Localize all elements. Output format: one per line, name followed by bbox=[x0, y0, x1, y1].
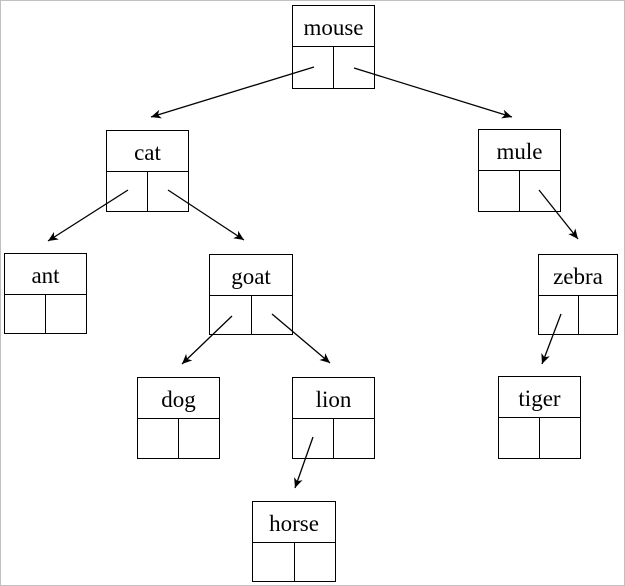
left-pointer-cell bbox=[253, 543, 295, 581]
right-pointer-cell bbox=[252, 296, 293, 334]
tree-node-pointer-row bbox=[293, 47, 374, 88]
tree-node-ant: ant bbox=[4, 253, 87, 334]
tree-node-pointer-row bbox=[107, 172, 188, 211]
right-pointer-cell bbox=[520, 171, 560, 211]
tree-node-label-mouse: mouse bbox=[293, 6, 374, 47]
tree-node-label-dog: dog bbox=[138, 378, 219, 419]
tree-node-tiger: tiger bbox=[498, 376, 581, 459]
tree-node-zebra: zebra bbox=[538, 254, 618, 335]
tree-node-label-ant: ant bbox=[5, 254, 86, 295]
tree-node-label-cat: cat bbox=[107, 131, 188, 172]
right-pointer-cell bbox=[295, 543, 336, 581]
tree-node-label-tiger: tiger bbox=[499, 377, 580, 418]
tree-node-pointer-row bbox=[5, 295, 86, 333]
right-pointer-cell bbox=[334, 47, 374, 88]
left-pointer-cell bbox=[107, 172, 148, 211]
left-pointer-cell bbox=[293, 419, 334, 458]
tree-node-lion: lion bbox=[292, 377, 375, 459]
left-pointer-cell bbox=[293, 47, 334, 88]
tree-node-horse: horse bbox=[252, 501, 336, 582]
right-pointer-cell bbox=[179, 419, 219, 458]
tree-node-pointer-row bbox=[293, 419, 374, 458]
tree-node-pointer-row bbox=[210, 296, 292, 334]
tree-node-label-zebra: zebra bbox=[539, 255, 617, 296]
tree-node-pointer-row bbox=[253, 543, 335, 581]
tree-node-pointer-row bbox=[499, 418, 580, 458]
right-pointer-cell bbox=[334, 419, 374, 458]
left-pointer-cell bbox=[499, 418, 540, 458]
tree-node-mule: mule bbox=[478, 129, 561, 212]
tree-node-mouse: mouse bbox=[292, 5, 375, 89]
left-pointer-cell bbox=[539, 296, 579, 334]
tree-node-pointer-row bbox=[539, 296, 617, 334]
edge-mouse-right-to-mule bbox=[353, 67, 513, 119]
left-pointer-cell bbox=[479, 171, 520, 211]
tree-node-pointer-row bbox=[138, 419, 219, 458]
right-pointer-cell bbox=[579, 296, 618, 334]
right-pointer-cell bbox=[148, 172, 188, 211]
right-pointer-cell bbox=[46, 295, 86, 333]
left-pointer-cell bbox=[138, 419, 179, 458]
tree-node-label-horse: horse bbox=[253, 502, 335, 543]
tree-node-dog: dog bbox=[137, 377, 220, 459]
left-pointer-cell bbox=[5, 295, 46, 333]
tree-node-pointer-row bbox=[479, 171, 560, 211]
tree-node-cat: cat bbox=[106, 130, 189, 212]
right-pointer-cell bbox=[540, 418, 580, 458]
tree-node-label-goat: goat bbox=[210, 255, 292, 296]
tree-node-label-mule: mule bbox=[479, 130, 560, 171]
edge-mouse-left-to-cat bbox=[150, 66, 315, 119]
left-pointer-cell bbox=[210, 296, 252, 334]
tree-node-goat: goat bbox=[209, 254, 293, 335]
tree-node-label-lion: lion bbox=[293, 378, 374, 419]
